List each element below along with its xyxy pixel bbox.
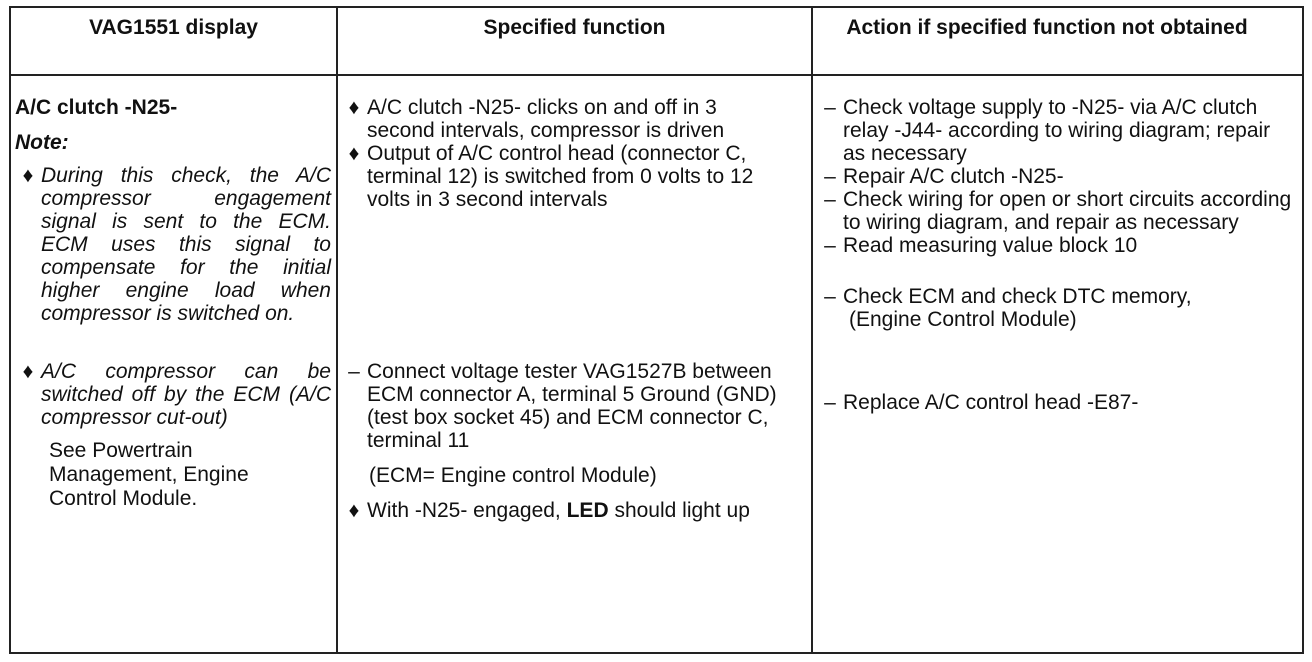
diagnostic-table: VAG1551 display Specified function Actio… xyxy=(9,6,1304,654)
action-item-3-text: Check wiring for open or short circuits … xyxy=(843,188,1292,234)
note-bullet-2-text: A/C compressor can be switched off by th… xyxy=(41,360,331,429)
vag-display-column: A/C clutch -N25- Note: ♦ During this che… xyxy=(15,96,331,511)
dash-marker: – xyxy=(824,391,836,414)
led-label: LED xyxy=(566,499,609,522)
function-item-4: ♦ With -N25- engaged, LED should light u… xyxy=(341,499,787,522)
function-item-3: – Connect voltage tester VAG1527B betwee… xyxy=(341,360,787,452)
action-item-5-subtext: (Engine Control Module) xyxy=(849,308,1077,331)
action-item-2-text: Repair A/C clutch -N25- xyxy=(843,165,1064,188)
function-item-1: ♦ A/C clutch -N25- clicks on and off in … xyxy=(341,96,787,142)
function-item-1-text: A/C clutch -N25- clicks on and off in 3 … xyxy=(367,96,725,142)
dash-marker: – xyxy=(824,165,836,188)
action-item-1: – Check voltage supply to -N25- via A/C … xyxy=(817,96,1297,165)
note-label: Note: xyxy=(15,131,69,154)
header-divider xyxy=(11,74,1302,76)
column-divider-1 xyxy=(336,8,338,652)
bullet-marker: ♦ xyxy=(348,499,360,522)
function-item-4-text: With -N25- engaged, LED should light up xyxy=(367,499,750,522)
header-action-if-not-obtained: Action if specified function not obtaine… xyxy=(846,16,1248,39)
action-item-6-text: Replace A/C control head -E87- xyxy=(843,391,1139,414)
function-item-2-text: Output of A/C control head (connector C,… xyxy=(367,142,754,211)
ecm-abbreviation-note: (ECM= Engine control Module) xyxy=(369,464,657,487)
action-item-3: – Check wiring for open or short circuit… xyxy=(817,188,1297,234)
dash-marker: – xyxy=(824,96,836,119)
note-bullet-2: ♦ A/C compressor can be switched off by … xyxy=(15,360,331,429)
action-item-6: – Replace A/C control head -E87- xyxy=(817,391,1297,414)
dash-marker: – xyxy=(824,234,836,257)
dash-marker: – xyxy=(824,285,836,308)
see-reference: See Powertrain Management, Engine Contro… xyxy=(49,439,249,510)
function-item-4-suffix: should light up xyxy=(608,499,750,522)
header-specified-function: Specified function xyxy=(483,16,666,39)
bullet-marker: ♦ xyxy=(348,96,360,119)
action-item-4-text: Read measuring value block 10 xyxy=(843,234,1138,257)
action-item-2: – Repair A/C clutch -N25- xyxy=(817,165,1297,188)
function-item-3-text: Connect voltage tester VAG1527B between … xyxy=(367,360,777,452)
dash-marker: – xyxy=(348,360,360,383)
note-bullet-1: ♦ During this check, the A/C compressor … xyxy=(15,164,331,325)
bullet-marker: ♦ xyxy=(22,360,34,383)
header-vag1551-display: VAG1551 display xyxy=(89,16,258,39)
action-item-1-text: Check voltage supply to -N25- via A/C cl… xyxy=(843,96,1271,165)
column-divider-2 xyxy=(811,8,813,652)
note-bullet-1-text: During this check, the A/C compressor en… xyxy=(41,164,331,325)
component-name: A/C clutch -N25- xyxy=(15,96,178,119)
bullet-marker: ♦ xyxy=(348,142,360,165)
function-item-4-prefix: With -N25- engaged, xyxy=(367,499,567,522)
function-item-2: ♦ Output of A/C control head (connector … xyxy=(341,142,787,211)
specified-function-column: ♦ A/C clutch -N25- clicks on and off in … xyxy=(341,96,787,522)
action-item-5: – Check ECM and check DTC memory, xyxy=(817,285,1297,308)
action-item-5-text: Check ECM and check DTC memory, xyxy=(843,285,1192,308)
dash-marker: – xyxy=(824,188,836,211)
action-column: – Check voltage supply to -N25- via A/C … xyxy=(817,96,1297,414)
bullet-marker: ♦ xyxy=(22,164,34,187)
action-item-4: – Read measuring value block 10 xyxy=(817,234,1297,257)
